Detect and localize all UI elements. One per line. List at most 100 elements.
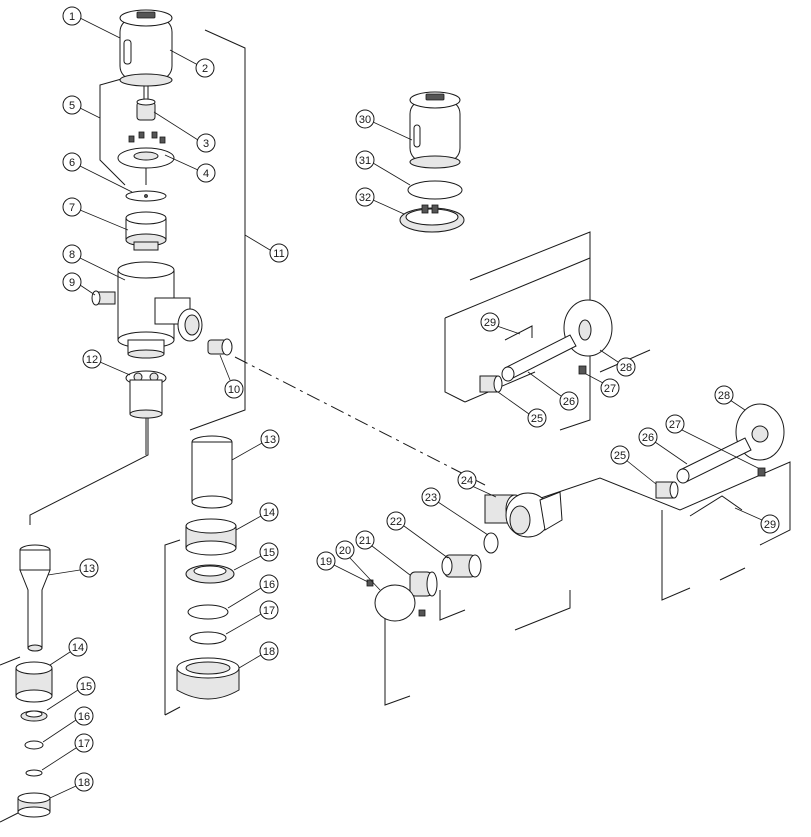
- svg-text:1: 1: [69, 11, 75, 23]
- callout-27b: 27: [665, 414, 759, 469]
- svg-text:2: 2: [202, 63, 208, 75]
- svg-text:17: 17: [263, 605, 275, 617]
- svg-text:8: 8: [69, 249, 75, 261]
- svg-text:15: 15: [263, 547, 275, 559]
- pipe-part-lower: [676, 437, 752, 484]
- callout-2: 2: [169, 49, 215, 78]
- svg-text:18: 18: [78, 777, 90, 789]
- svg-text:17: 17: [78, 738, 90, 750]
- wrench-part-lower: [689, 495, 743, 517]
- callout-31: 31: [355, 150, 411, 186]
- stop-cap-part: [366, 579, 426, 622]
- tube-part-left: [19, 544, 51, 652]
- callout-16a: 16: [42, 706, 94, 743]
- callout-23: 23: [421, 487, 489, 536]
- callout-18b: 18: [238, 641, 279, 669]
- svg-text:21: 21: [359, 535, 371, 547]
- callout-18a: 18: [49, 772, 94, 799]
- svg-text:14: 14: [263, 507, 275, 519]
- callout-21: 21: [355, 530, 411, 576]
- callout-26b: 26: [638, 427, 688, 465]
- svg-text:7: 7: [69, 202, 75, 214]
- nut-part-left: [15, 661, 53, 703]
- callout-27a: 27: [585, 373, 620, 398]
- callout-12: 12: [82, 349, 131, 376]
- callout-9: 9: [62, 272, 96, 296]
- callout-25a: 25: [497, 391, 547, 428]
- washer-part-right: [185, 564, 235, 584]
- callout-1: 1: [62, 6, 121, 39]
- svg-text:13: 13: [264, 434, 276, 446]
- svg-text:29: 29: [764, 519, 776, 531]
- callout-24: 24: [457, 470, 497, 498]
- callout-30: 30: [355, 109, 413, 141]
- stop-cartridge-part: [441, 554, 482, 578]
- wall-flange-part-upper: [563, 299, 613, 357]
- svg-text:18: 18: [263, 646, 275, 658]
- svg-text:5: 5: [69, 100, 75, 112]
- spud-coupling-part-lower: [655, 481, 679, 499]
- callout-3: 3: [153, 111, 216, 153]
- diaphragm-part: [125, 190, 167, 202]
- callout-32: 32: [355, 187, 405, 215]
- valve-body-part: [117, 261, 203, 359]
- svg-text:27: 27: [669, 419, 681, 431]
- nut-part-right: [185, 518, 237, 556]
- svg-text:9: 9: [69, 277, 75, 289]
- callout-7: 7: [62, 197, 129, 231]
- inlet-fitting-part: [91, 290, 116, 306]
- sensor-module-cover-part: [409, 91, 461, 169]
- svg-text:27: 27: [604, 383, 616, 395]
- callout-11: 11: [244, 234, 289, 263]
- spud-coupling-part-upper: [479, 375, 503, 393]
- svg-text:12: 12: [86, 354, 98, 366]
- svg-text:19: 19: [320, 556, 332, 568]
- svg-text:10: 10: [228, 384, 240, 396]
- svg-text:28: 28: [718, 390, 730, 402]
- tube-part-right: [191, 435, 233, 509]
- callout-29a: 29: [480, 312, 521, 335]
- callout-17b: 17: [225, 600, 279, 635]
- sensor-base-part: [399, 204, 465, 233]
- callout-5: 5: [62, 95, 101, 119]
- vacuum-breaker-part: [207, 338, 233, 356]
- callout-19: 19: [316, 551, 369, 583]
- svg-text:20: 20: [339, 545, 351, 557]
- callout-20: 20: [335, 540, 381, 591]
- svg-text:26: 26: [563, 396, 575, 408]
- callout-14b: 14: [235, 502, 279, 531]
- setscrew-part-upper: [578, 365, 587, 375]
- actuator-part: [136, 86, 156, 121]
- oring-part-stop: [483, 532, 499, 554]
- svg-text:14: 14: [72, 642, 84, 654]
- svg-text:30: 30: [359, 114, 371, 126]
- washer-part-left: [20, 710, 48, 722]
- svg-text:24: 24: [461, 475, 473, 487]
- svg-text:31: 31: [359, 155, 371, 167]
- svg-text:16: 16: [78, 711, 90, 723]
- svg-text:23: 23: [425, 492, 437, 504]
- oring-part-left: [24, 740, 44, 750]
- svg-text:32: 32: [359, 192, 371, 204]
- callout-25b: 25: [610, 445, 657, 485]
- callout-8: 8: [62, 244, 126, 281]
- flange-part-right: [176, 657, 240, 700]
- callout-26a: 26: [527, 371, 579, 411]
- piston-part: [125, 211, 167, 251]
- sensor-cover-part: [119, 9, 173, 87]
- svg-text:22: 22: [390, 516, 402, 528]
- svg-text:16: 16: [263, 579, 275, 591]
- svg-text:25: 25: [531, 413, 543, 425]
- svg-text:4: 4: [203, 168, 209, 180]
- stop-body-part: [409, 571, 438, 597]
- callout-28a: 28: [599, 349, 636, 377]
- callout-29b: 29: [734, 507, 780, 534]
- callout-6: 6: [62, 152, 133, 193]
- callout-14a: 14: [49, 637, 88, 666]
- wrench-part-upper: [504, 325, 533, 341]
- callout-28b: 28: [714, 385, 746, 411]
- ring-part-left: [25, 769, 43, 777]
- callout-10: 10: [219, 354, 244, 399]
- mounting-plate-part: [117, 131, 175, 185]
